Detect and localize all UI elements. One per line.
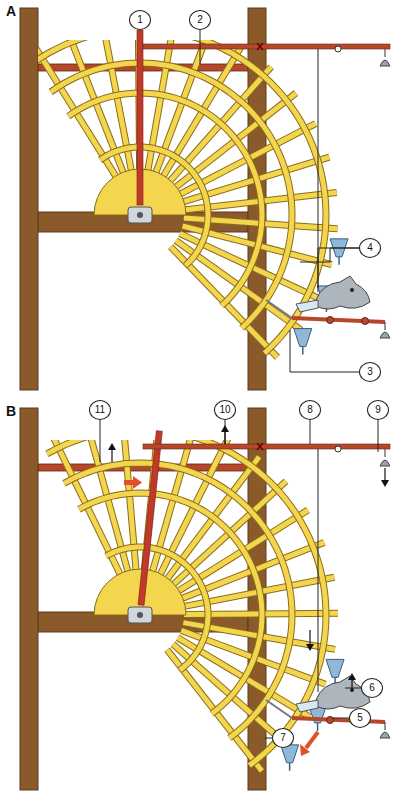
- callout-circle: 7: [272, 728, 294, 748]
- callout-number: 3: [367, 367, 373, 377]
- callout-number: 7: [280, 733, 286, 743]
- callout-number: 9: [375, 405, 381, 415]
- callout-circle: 9: [367, 400, 389, 420]
- callout-circle: 10: [214, 400, 236, 420]
- callout-circle: 8: [299, 400, 321, 420]
- callout-number: 1: [137, 15, 143, 25]
- panel-a-drawing: [20, 8, 390, 390]
- panel-letter: A: [6, 3, 16, 19]
- callout-number: 2: [197, 15, 203, 25]
- panel-letter: B: [6, 403, 16, 419]
- motion-arrows: [108, 425, 389, 756]
- callout-circle: 1: [129, 10, 151, 30]
- callout-number: 4: [367, 243, 373, 253]
- leader-lines: [100, 30, 378, 738]
- panel-b-drawing: [20, 408, 390, 790]
- callout-number: 10: [219, 405, 230, 415]
- callout-circle: 6: [361, 678, 383, 698]
- callout-circle: 11: [89, 400, 111, 420]
- callout-number: 6: [369, 683, 375, 693]
- callout-number: 5: [357, 713, 363, 723]
- callout-circle: 4: [359, 238, 381, 258]
- callout-circle: 5: [349, 708, 371, 728]
- callout-number: 8: [307, 405, 313, 415]
- callout-circle: 3: [359, 362, 381, 382]
- callout-number: 11: [95, 405, 105, 415]
- callout-circle: 2: [189, 10, 211, 30]
